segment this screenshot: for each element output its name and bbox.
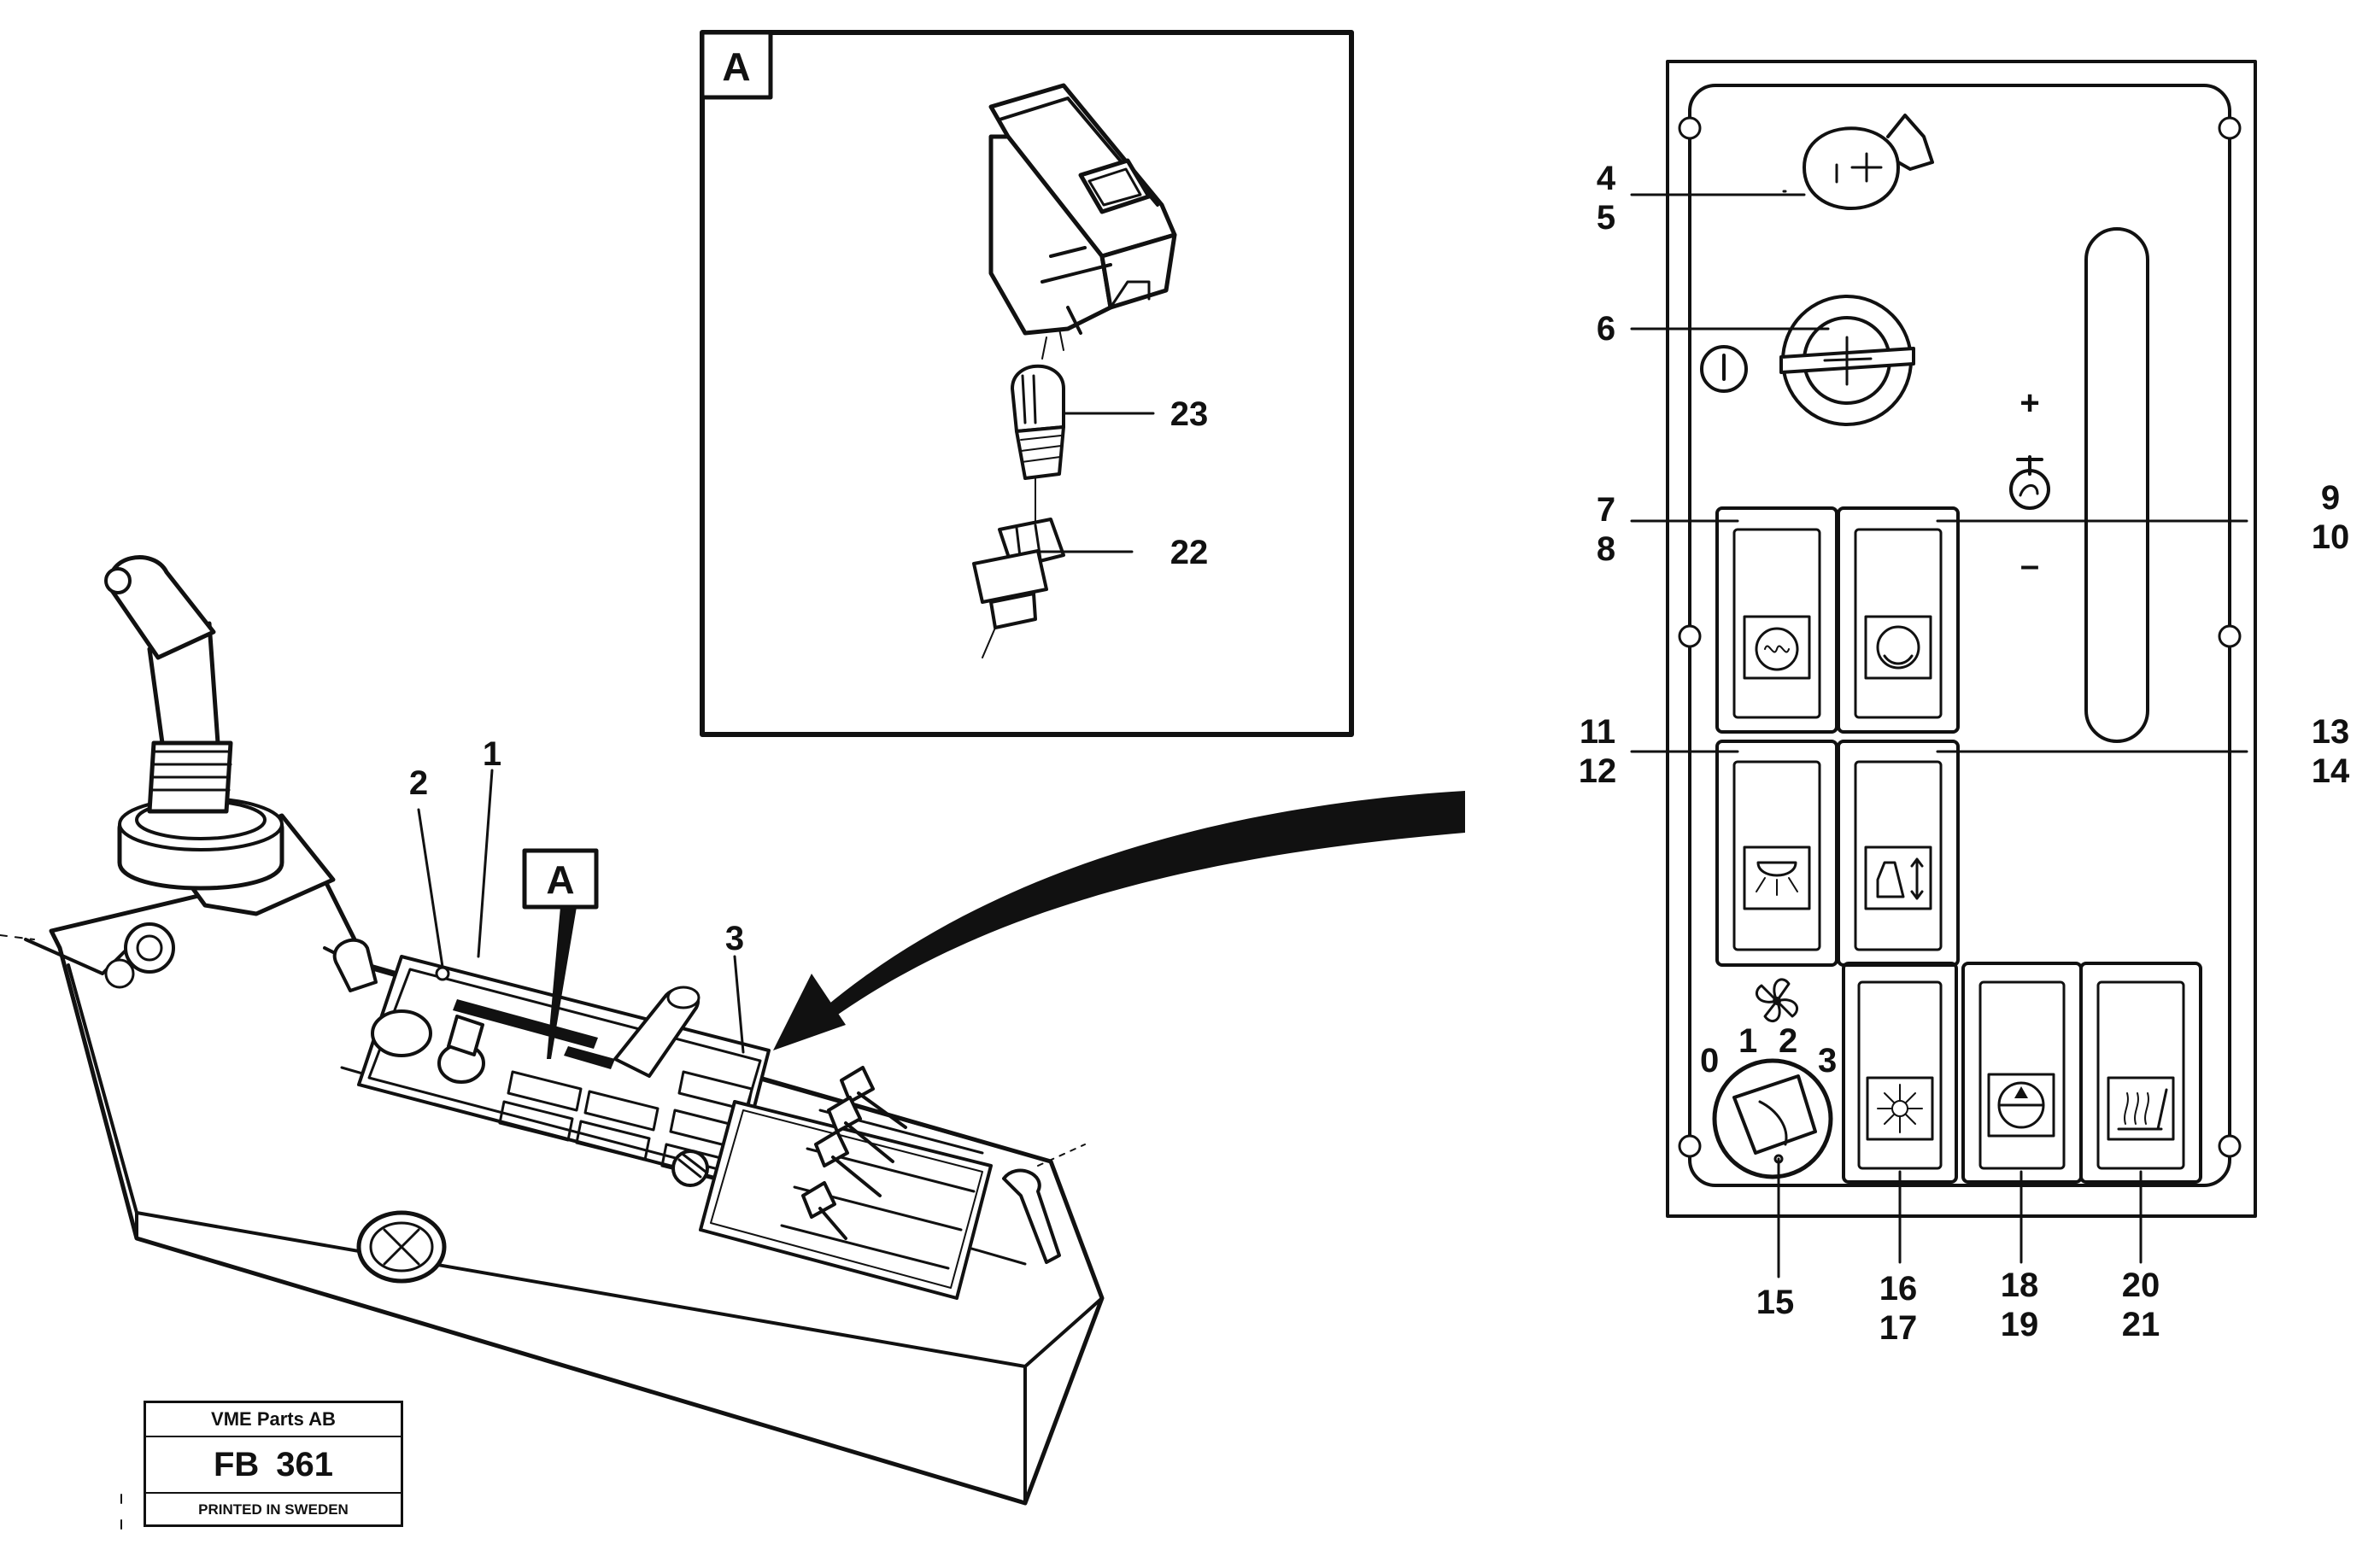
bulb [1011,336,1065,480]
callout-12: 12 [1579,752,1617,790]
callout-21: 21 [2122,1306,2160,1343]
fan-position-1: 1 [1738,1022,1757,1060]
switch-11-12[interactable] [1715,740,1838,967]
detail-a-box: A [700,30,1354,737]
callout-11: 11 [1580,713,1615,751]
switch-20-21[interactable] [2079,962,2202,1184]
panel-leaders [1630,193,2248,1278]
callout-22: 22 [1170,534,1209,571]
callout-8: 8 [1597,530,1615,568]
detail-marker-console: A [522,848,599,1059]
callout-17: 17 [1879,1309,1918,1347]
callout-19: 19 [2001,1306,2039,1343]
work-light-icon [1743,615,1811,680]
callout-4: 4 [1597,160,1616,197]
switch-9-10[interactable] [1837,506,1960,734]
rpm-minus: – [2020,547,2039,584]
callout-15: 15 [1756,1284,1795,1321]
fan-position-2: 2 [1779,1022,1797,1060]
mounting-hole [2218,116,2242,140]
title-block: VME Parts AB FB 361 PRINTED IN SWEDEN [144,1401,403,1527]
switch-18-19[interactable] [1961,962,2083,1184]
callout-16: 16 [1879,1270,1918,1308]
console-illustration [0,555,1105,1506]
starter-switch [1779,295,1915,426]
mounting-hole [1678,1134,1702,1158]
title-block-code-prefix: FB [213,1446,260,1483]
mounting-hole [2218,624,2242,648]
mounting-hole [2218,1134,2242,1158]
bulb-holder [972,477,1065,658]
seat-heater-icon [2107,1076,2175,1141]
switch-13-14[interactable] [1837,740,1960,967]
callout-5: 5 [1597,199,1615,237]
callout-14: 14 [2312,752,2350,790]
fan-position-0: 0 [1700,1042,1719,1079]
mounting-hole [1678,116,1702,140]
detail-a-label: A [722,44,750,89]
callout-13: 13 [2312,713,2350,751]
detail-marker-label: A [546,857,574,902]
engine-rpm-control: + – [2009,227,2149,743]
pointer-arrow [773,791,1465,1050]
callout-6: 6 [1597,310,1615,348]
beacon-light-icon [1864,615,1932,680]
mounting-hole [1678,624,1702,648]
key-symbol-icon [1700,345,1748,393]
callout-2: 2 [409,764,428,802]
switch-7-8[interactable] [1715,506,1838,734]
callout-numbers: 1 2 3 4 5 6 7 8 9 10 11 12 13 14 15 16 1… [409,160,2350,1347]
fan-speed-switch[interactable]: 0 1 2 3 [1700,978,1837,1179]
title-block-printed: PRINTED IN SWEDEN [198,1501,349,1518]
callout-9: 9 [2321,479,2340,517]
callout-20: 20 [2122,1267,2160,1304]
control-panel: + – [1666,60,2257,1218]
fan-position-3: 3 [1818,1042,1837,1079]
ignition-key-icon [1782,114,1934,210]
title-block-code-number: 361 [276,1446,334,1483]
floodlight-icon [1743,845,1811,910]
switch-16-17[interactable] [1842,962,1958,1184]
title-block-code: FB 361 [146,1437,401,1494]
callout-3: 3 [725,920,744,957]
callout-18: 18 [2001,1267,2039,1304]
callout-23: 23 [1170,395,1209,433]
callout-10: 10 [2312,518,2350,556]
callout-1: 1 [483,735,501,773]
engine-rpm-icon [2009,455,2050,510]
rocker-switch [988,83,1177,351]
cab-tilt-icon [1864,845,1932,910]
rpm-plus: + [2019,384,2039,422]
callout-7: 7 [1597,491,1615,529]
fan-icon [1756,978,1798,1022]
left-leaders [417,769,745,1054]
defroster-icon [1866,1076,1934,1141]
coolant-level-icon [1987,1073,2055,1138]
title-block-company: VME Parts AB [146,1403,401,1437]
